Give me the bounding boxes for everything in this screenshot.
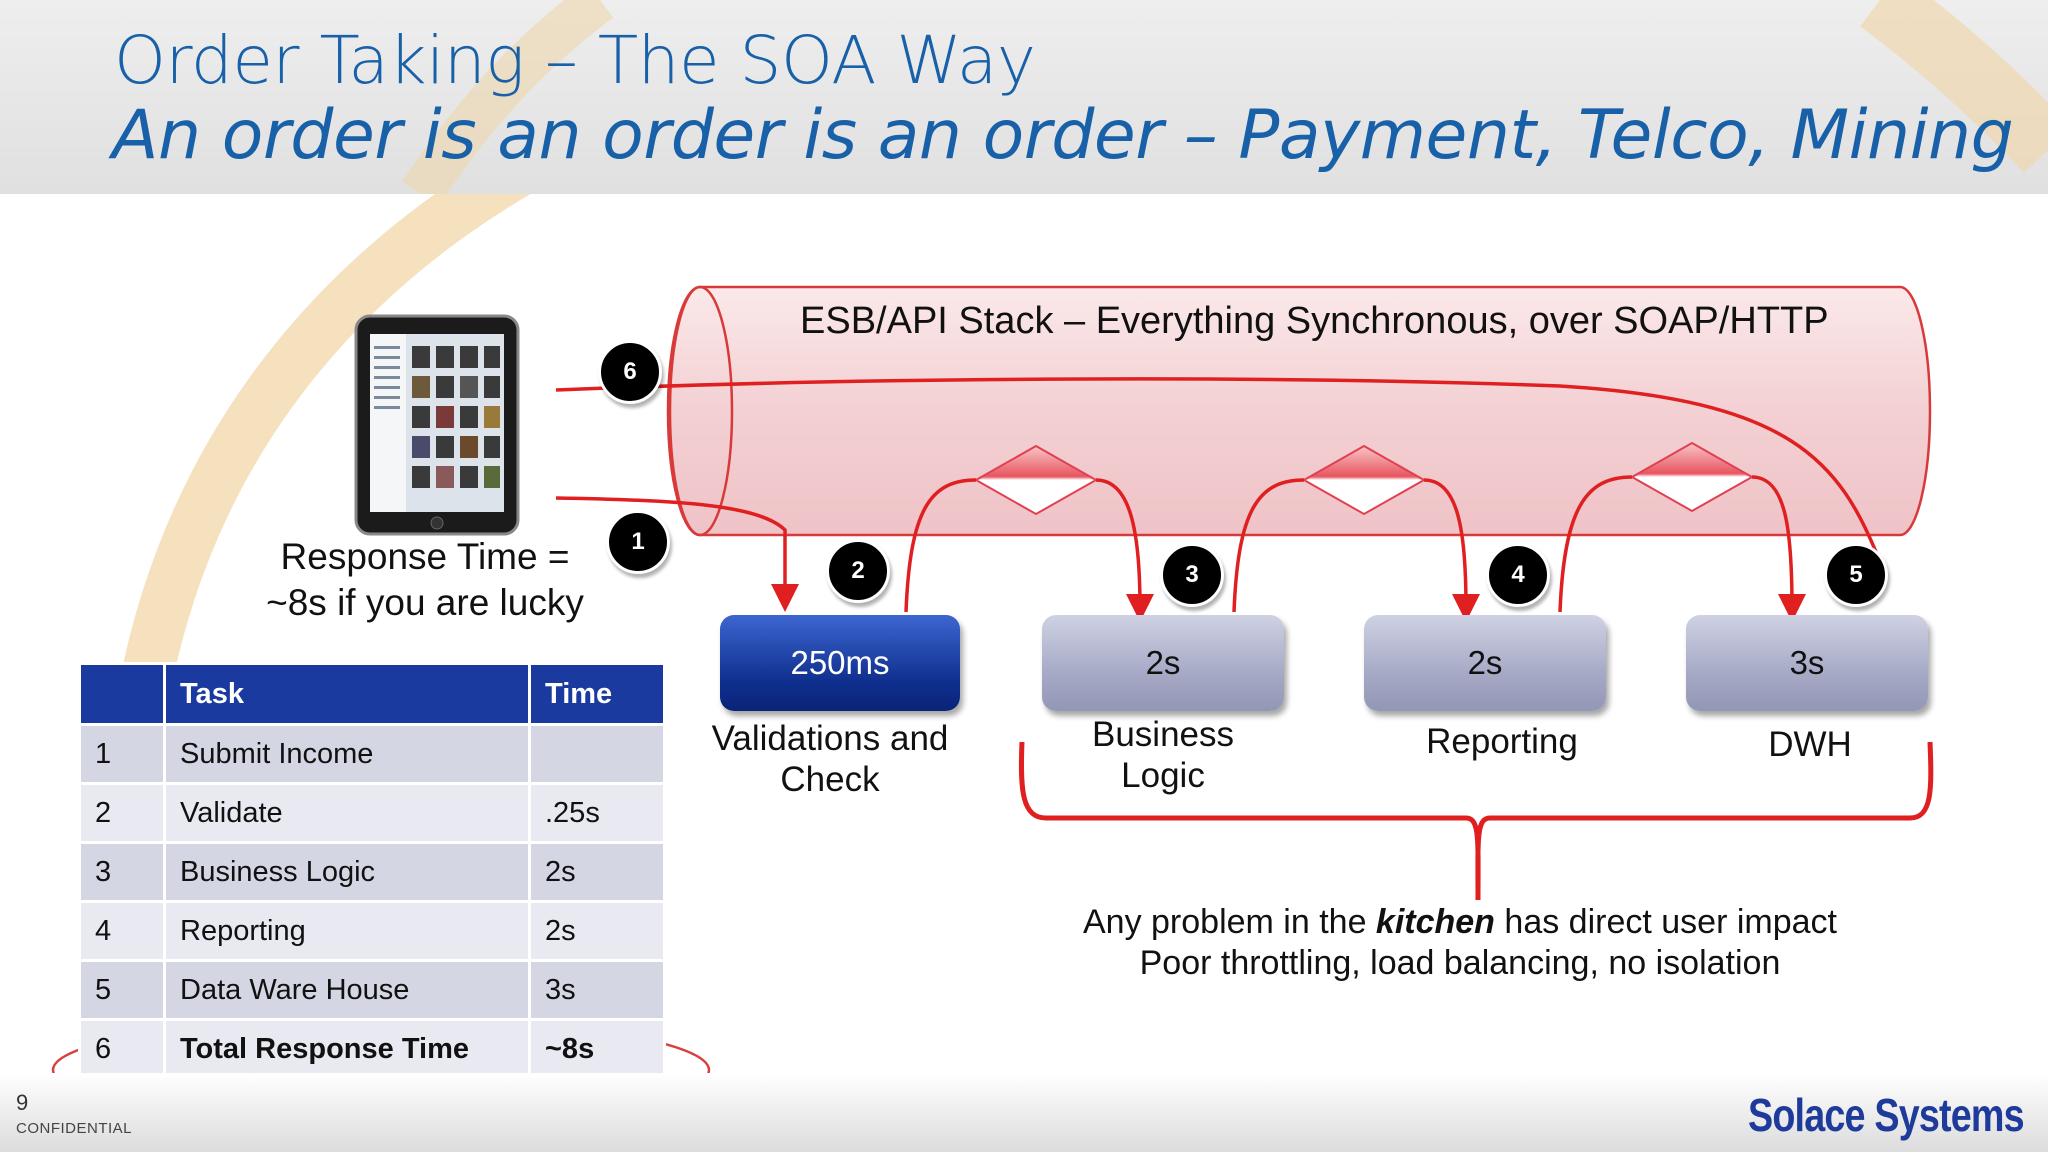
company-logo: Solace Systems xyxy=(1748,1089,2025,1141)
header-time: Time xyxy=(528,662,666,726)
row-number: 4 xyxy=(78,900,166,962)
business-logic-box: 2s xyxy=(1042,615,1284,711)
table-row: 4 Reporting 2s xyxy=(78,900,666,962)
esb-label: ESB/API Stack – Everything Synchronous, … xyxy=(800,300,1829,342)
row-task: Total Response Time xyxy=(163,1018,531,1080)
step-badge-1: 1 xyxy=(606,510,670,574)
decision-diamond-2 xyxy=(1301,444,1427,516)
row-task: Submit Income xyxy=(163,723,531,785)
table-row: 2 Validate .25s xyxy=(78,782,666,844)
business-logic-caption-line1: Business xyxy=(1091,715,1235,754)
row-task: Data Ware House xyxy=(163,959,531,1021)
validation-caption: Validations and Check xyxy=(690,718,970,800)
esb-tube-end xyxy=(666,285,734,537)
row-number: 5 xyxy=(78,959,166,1021)
response-time-line1: Response Time = xyxy=(280,536,570,577)
validation-caption-line1: Validations and xyxy=(711,719,949,758)
row-number: 3 xyxy=(78,841,166,903)
header-task: Task xyxy=(163,662,531,726)
response-time-note: Response Time = ~8s if you are lucky xyxy=(250,534,600,626)
table-header-row: Task Time xyxy=(78,662,666,726)
step-badge-5: 5 xyxy=(1824,543,1888,607)
business-logic-caption: Business Logic xyxy=(1043,714,1283,796)
title-band xyxy=(0,0,2048,194)
step-badge-2: 2 xyxy=(826,539,890,603)
table-row: 5 Data Ware House 3s xyxy=(78,959,666,1021)
step-badge-3: 3 xyxy=(1160,543,1224,607)
row-task: Reporting xyxy=(163,900,531,962)
validation-caption-line2: Check xyxy=(780,760,880,799)
table-row: 3 Business Logic 2s xyxy=(78,841,666,903)
dwh-box: 3s xyxy=(1686,615,1928,711)
kitchen-note-emphasis: kitchen xyxy=(1375,903,1495,941)
title-arcs xyxy=(401,0,2048,194)
kitchen-bracket xyxy=(1018,741,1934,901)
response-time-line2: ~8s if you are lucky xyxy=(266,582,584,623)
arrow-box1-to-box2 xyxy=(904,478,1140,612)
kitchen-note-before: Any problem in the xyxy=(1082,903,1376,941)
confidential-label: CONFIDENTIAL xyxy=(16,1120,133,1137)
arrow-box3-to-box4 xyxy=(1558,475,1792,612)
row-time: 2s xyxy=(528,900,666,962)
tablet-icon xyxy=(354,314,520,536)
row-number: 6 xyxy=(78,1018,166,1080)
row-time xyxy=(528,723,666,785)
kitchen-note-line1: Any problem in the kitchen has direct us… xyxy=(960,902,1960,943)
table-row-total: 6 Total Response Time ~8s xyxy=(78,1018,666,1080)
row-time: ~8s xyxy=(528,1018,666,1080)
row-number: 1 xyxy=(78,723,166,785)
footer-band xyxy=(0,1073,2048,1152)
reporting-box: 2s xyxy=(1364,615,1606,711)
kitchen-note-line2: Poor throttling, load balancing, no isol… xyxy=(1139,944,1781,982)
arrow-submit xyxy=(555,496,799,612)
business-logic-caption-line2: Logic xyxy=(1121,756,1205,795)
row-time: .25s xyxy=(528,782,666,844)
validation-box: 250ms xyxy=(720,615,960,711)
slide-subtitle: An order is an order is an order – Payme… xyxy=(112,96,2014,175)
page-number: 9 xyxy=(16,1090,29,1115)
step-badge-4: 4 xyxy=(1486,543,1550,607)
row-time: 2s xyxy=(528,841,666,903)
reporting-caption: Reporting xyxy=(1426,722,1578,761)
arrow-response xyxy=(555,377,1882,563)
esb-tube xyxy=(668,285,1932,537)
slide-title: Order Taking – The SOA Way xyxy=(114,22,1036,99)
task-table: Task Time 1 Submit Income 2 Validate .25… xyxy=(78,662,666,1080)
kitchen-note-after: has direct user impact xyxy=(1494,903,1837,941)
row-number: 2 xyxy=(78,782,166,844)
kitchen-note: Any problem in the kitchen has direct us… xyxy=(960,902,1960,984)
row-task: Validate xyxy=(163,782,531,844)
header-number xyxy=(78,662,166,726)
row-time: 3s xyxy=(528,959,666,1021)
dwh-caption: DWH xyxy=(1768,725,1852,764)
step-badge-6: 6 xyxy=(598,340,662,404)
decision-diamond-3 xyxy=(1629,441,1755,513)
table-row: 1 Submit Income xyxy=(78,723,666,785)
arrow-box2-to-box3 xyxy=(1232,478,1466,612)
decision-diamond-1 xyxy=(973,444,1099,516)
row-task: Business Logic xyxy=(163,841,531,903)
